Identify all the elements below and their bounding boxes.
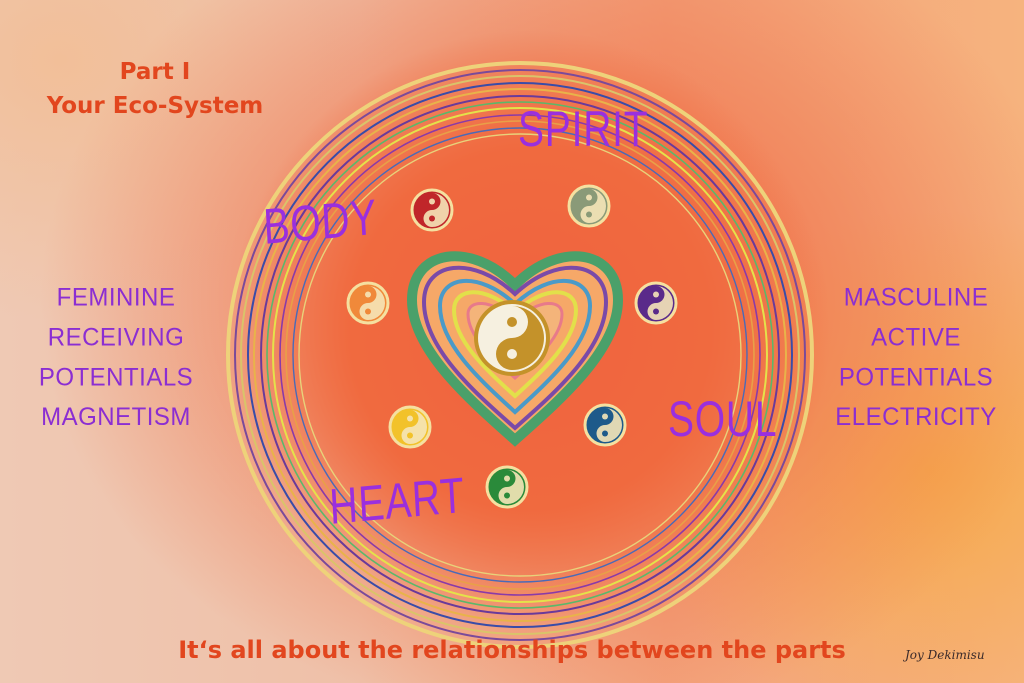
- yin-yang-icon: [388, 405, 432, 449]
- word-spirit: SPIRIT: [518, 101, 649, 157]
- feminine-label: FEMININE: [56, 283, 176, 312]
- magnetism-label: MAGNETISM: [41, 403, 191, 432]
- feminine-column: FEMININE RECEIVING POTENTIALS MAGNETISM: [0, 278, 232, 438]
- yin-yang-icon: [410, 188, 454, 232]
- yin-yang-icon: [567, 184, 611, 228]
- electricity-label: ELECTRICITY: [835, 403, 997, 432]
- word-body: BODY: [262, 188, 379, 255]
- active-potentials-label: ACTIVE POTENTIALS: [838, 323, 994, 392]
- title-line-2: Your Eco-System: [46, 93, 264, 119]
- yin-yang-icon: [346, 281, 390, 325]
- title-line-1: Part I: [119, 59, 191, 85]
- yin-yang-icon: [485, 465, 529, 509]
- concentric-rings: [226, 61, 814, 649]
- page-title: Part I Your Eco-System: [30, 55, 280, 123]
- word-soul: SOUL: [668, 391, 778, 447]
- footer-caption: It‘s all about the relationships between…: [178, 636, 846, 664]
- yin-yang-icon: [634, 281, 678, 325]
- masculine-column: MASCULINE ACTIVE POTENTIALS ELECTRICITY: [808, 278, 1024, 438]
- center-yin-yang-icon: [474, 300, 550, 376]
- masculine-label: MASCULINE: [843, 283, 989, 312]
- receiving-potentials-label: RECEIVING POTENTIALS: [38, 323, 194, 392]
- artist-signature: Joy Dekimisu: [905, 648, 985, 662]
- yin-yang-icon: [583, 403, 627, 447]
- word-heart: HEART: [328, 466, 467, 535]
